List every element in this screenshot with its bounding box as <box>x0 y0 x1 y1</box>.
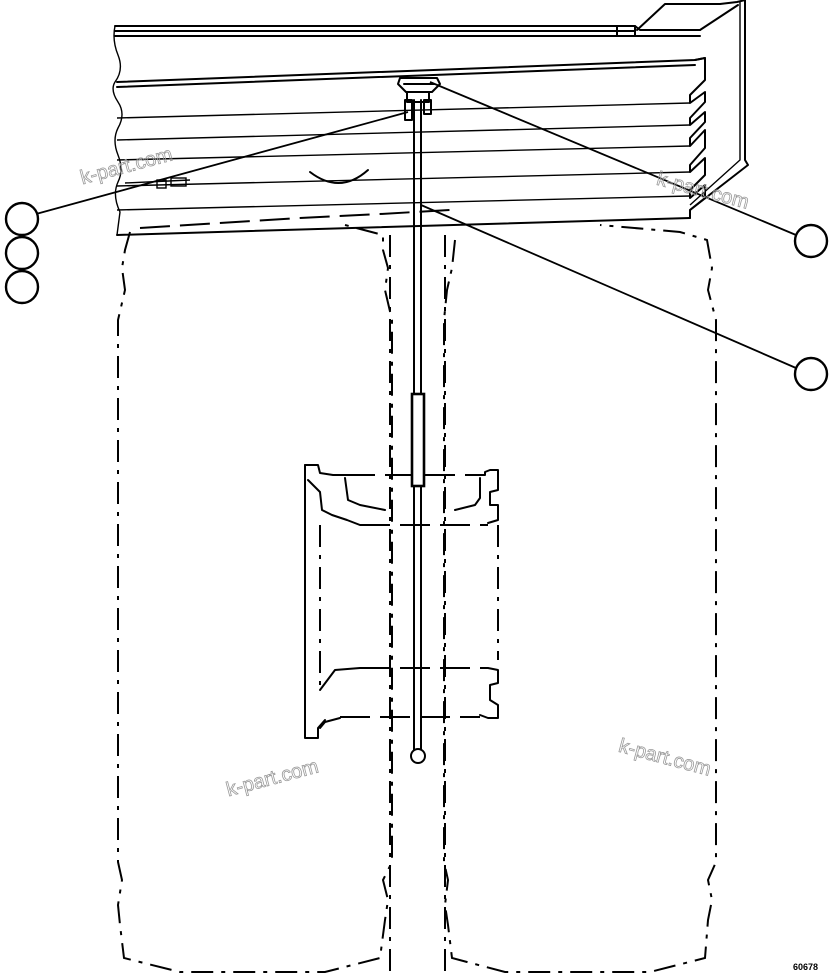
valve-assembly <box>397 77 441 764</box>
leader-lines <box>35 81 797 369</box>
callout-right-2[interactable] <box>793 356 829 392</box>
figure-number: 60678 <box>793 962 819 972</box>
callout-right-1[interactable] <box>793 223 829 259</box>
callout-left-3[interactable] <box>4 269 40 305</box>
callout-left-1[interactable] <box>4 201 40 237</box>
tire-centerlines <box>389 235 446 972</box>
left-tire <box>116 224 393 973</box>
right-tire <box>443 224 717 973</box>
fender <box>112 0 749 236</box>
callout-left-2[interactable] <box>4 235 40 271</box>
wheel-rim <box>304 464 499 739</box>
